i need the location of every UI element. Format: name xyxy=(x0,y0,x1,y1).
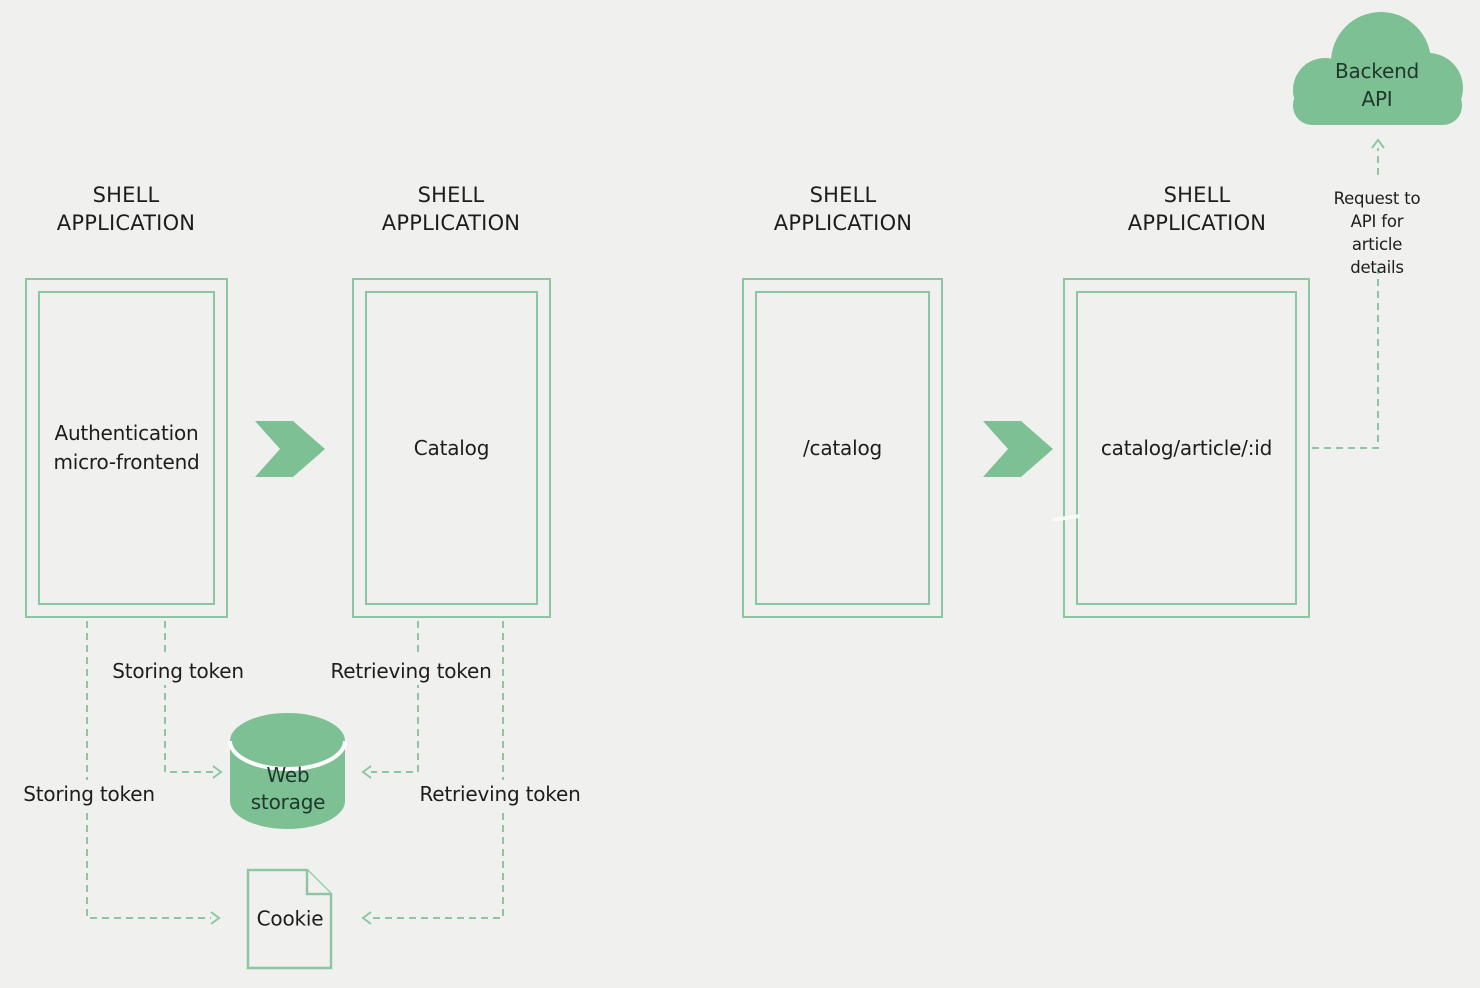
flow-line-article-to-api xyxy=(1312,268,1379,449)
cloud-base xyxy=(1293,86,1462,125)
shell-box-inner-border xyxy=(38,291,215,605)
backend-api-label: Backend API xyxy=(1334,59,1420,111)
shell-box-label-article-route: catalog/article/:id xyxy=(1100,435,1273,460)
shell-box-authentication: Authentication micro-frontend xyxy=(25,278,228,618)
shell-box-inner-border xyxy=(1076,291,1297,605)
cylinder-seam xyxy=(228,740,347,771)
chevron-arrow-auth-to-catalog-icon xyxy=(255,421,325,477)
arrowhead-right-to-cookie-icon xyxy=(210,911,221,925)
chevron-arrow-catalog-to-article-icon xyxy=(983,421,1053,477)
flow-line-catalog-to-webstorage xyxy=(371,621,419,773)
shell-application-header-3: SHELL APPLICATION xyxy=(773,183,913,235)
document-fold xyxy=(305,870,331,896)
cloud-icon xyxy=(1293,12,1463,125)
shell-box-catalog: Catalog xyxy=(352,278,551,618)
flow-line-catalog-to-cookie xyxy=(371,621,504,919)
arrowhead-right-to-webstorage-icon xyxy=(212,765,223,779)
shell-box-label-catalog: Catalog xyxy=(413,435,490,460)
api-request-note: Request to API for article details xyxy=(1333,189,1421,277)
shell-application-header-2: SHELL APPLICATION xyxy=(381,183,521,235)
storing-token-cookie-label: Storing token xyxy=(18,780,160,808)
retrieving-token-web-label: Retrieving token xyxy=(325,657,497,685)
cookie-label: Cookie xyxy=(256,906,324,931)
shell-box-catalog-route: /catalog xyxy=(742,278,943,618)
shell-application-header-1: SHELL APPLICATION xyxy=(56,183,196,235)
storing-token-web-label: Storing token xyxy=(107,657,249,685)
shell-application-header-4: SHELL APPLICATION xyxy=(1127,183,1267,235)
flow-line-auth-to-webstorage xyxy=(164,621,213,773)
cylinder-top xyxy=(230,713,345,769)
shell-box-article-route: catalog/article/:id xyxy=(1063,278,1310,618)
web-storage-label: Web storage xyxy=(250,763,326,814)
flow-line-auth-to-cookie xyxy=(86,621,211,919)
arrowhead-up-to-cloud-icon xyxy=(1371,138,1385,149)
shell-box-label-authentication: Authentication micro-frontend xyxy=(53,421,200,474)
shell-box-inner-border xyxy=(755,291,930,605)
arrowhead-left-to-cookie-icon xyxy=(361,911,372,925)
shell-box-label-catalog-route: /catalog xyxy=(803,435,882,460)
arrowhead-left-to-webstorage-icon xyxy=(361,765,372,779)
retrieving-token-cookie-label: Retrieving token xyxy=(414,780,586,808)
cookie-document-icon xyxy=(246,868,333,970)
database-cylinder-icon xyxy=(228,713,347,829)
shell-box-inner-border xyxy=(365,291,538,605)
